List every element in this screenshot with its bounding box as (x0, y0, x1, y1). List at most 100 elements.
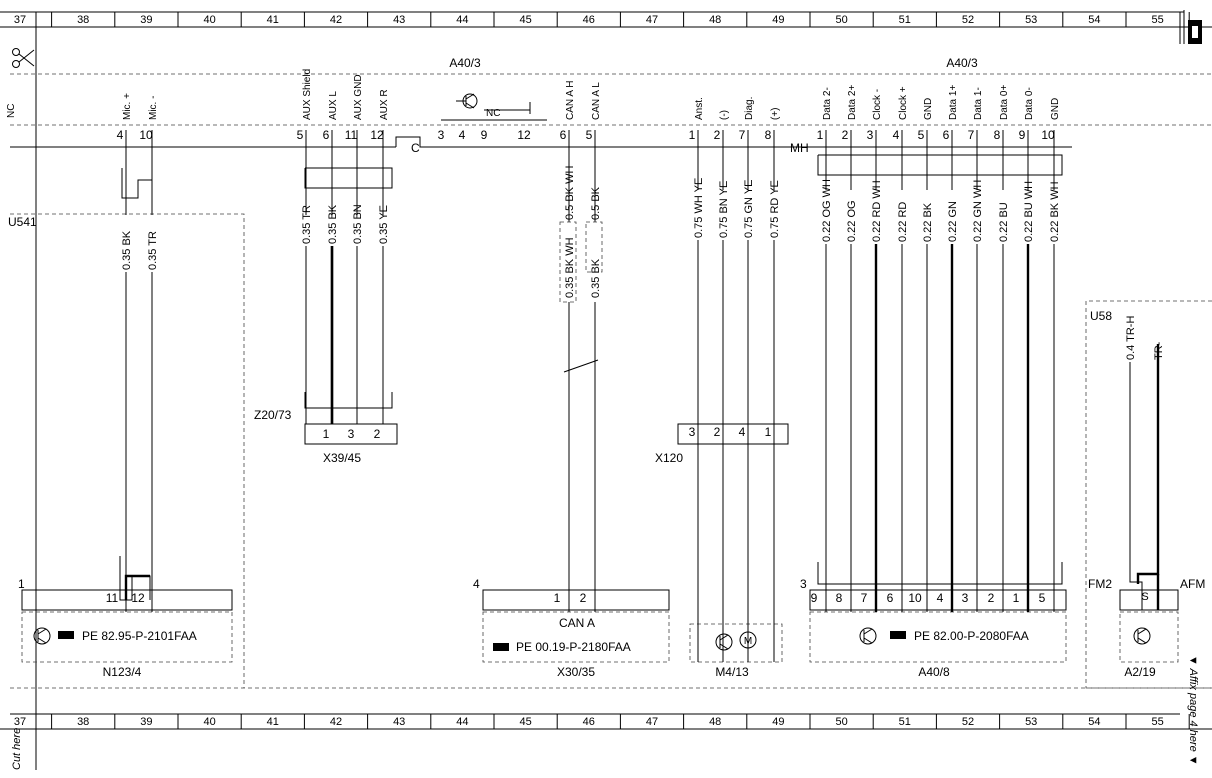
wire-label: 0.22 GN WH (972, 180, 984, 242)
affix-page-note: ▼ Affix page 4 here ▼ (1187, 655, 1199, 766)
data-shield-box (817, 154, 1063, 176)
pin-number: 1 (689, 128, 696, 142)
wire-label: TR- (1153, 341, 1165, 360)
x30-ground-number: 4 (473, 577, 480, 591)
wire-label: 0.35 YE (378, 205, 390, 244)
pin-number: 6 (323, 128, 330, 142)
pin-number: 7 (739, 128, 746, 142)
a40-8-ground-number: 3 (800, 577, 807, 591)
signal-label: GND (923, 98, 934, 120)
grid-label-top: 42 (330, 14, 342, 26)
wire-label: 0.75 WH YE (693, 178, 705, 238)
grid-label-top: 49 (772, 14, 784, 26)
a40-8-hand-icon (890, 631, 906, 639)
transistor-icon (456, 93, 478, 109)
x120-label: X120 (655, 451, 683, 465)
wire-label: 0.22 BU WH (1023, 181, 1035, 242)
grid-label-top: 48 (709, 14, 721, 26)
pin-number: 10 (1041, 128, 1055, 142)
signal-label: Mic. + (122, 93, 133, 120)
wire-label: 0.75 BN YE (718, 181, 730, 238)
grid-label-top: 45 (519, 14, 531, 26)
grid-label-bottom: 39 (140, 716, 152, 728)
a40-8-connector-strip (809, 589, 1067, 611)
pin-number: 3 (438, 128, 445, 142)
signal-label: CAN A H (565, 81, 576, 120)
grid-label-bottom: 50 (835, 716, 847, 728)
grid-label-bottom: 48 (709, 716, 721, 728)
pin-number: 9 (1019, 128, 1026, 142)
x30-connector-strip (482, 589, 670, 611)
grid-label-top: 55 (1151, 14, 1163, 26)
pin-number: 5 (1039, 591, 1046, 605)
wire-label: 0.35 BK (590, 258, 602, 298)
wire-label: 0.22 BU (998, 202, 1010, 242)
pin-number: 12 (370, 128, 384, 142)
x30-module (482, 611, 670, 663)
grid-label-bottom: 42 (330, 716, 342, 728)
x39-45-label: X39/45 (323, 451, 361, 465)
connector-bar-c (395, 136, 810, 148)
grid-label-bottom: 41 (267, 716, 279, 728)
pin-number: 5 (918, 128, 925, 142)
scissors-icon (12, 48, 35, 68)
a40-3-left-label: A40/3 (449, 56, 481, 70)
signal-label: Clock - (872, 89, 883, 120)
a2-19-transistor-icon (1133, 627, 1151, 645)
a40-8-pe-reference: PE 82.00-P-2080FAA (914, 629, 1029, 643)
pin-number: 11 (345, 128, 358, 142)
grid-label-bottom: 43 (393, 716, 405, 728)
signal-label: Data 2- (822, 87, 833, 120)
wire-label: 0.22 RD (897, 202, 909, 242)
pin-number: 3 (689, 425, 696, 439)
u58-wire-tr (1136, 344, 1160, 584)
grid-label-bottom: 44 (456, 716, 468, 728)
grid-label-bottom: 49 (772, 716, 784, 728)
a2-19-module (1119, 611, 1179, 663)
a2-19-label: A2/19 (1124, 665, 1156, 679)
x120-connector (677, 423, 789, 445)
pin-number: 3 (962, 591, 969, 605)
wire-label: 0.35 BK WH (564, 237, 576, 298)
grid-bottom (0, 713, 1212, 730)
pin-number: 1 (765, 425, 772, 439)
afm-label: AFM (1180, 577, 1205, 591)
pin-number: 9 (481, 128, 488, 142)
pin-number: 4 (739, 425, 746, 439)
wire-label: 0.22 RD WH (871, 180, 883, 242)
signal-label: Data 1+ (948, 85, 959, 120)
grid-label-top: 46 (583, 14, 595, 26)
nc-left-label: NC (6, 104, 17, 118)
signal-label: GND (1050, 98, 1061, 120)
pin-number: 6 (943, 128, 950, 142)
x30-pe-reference: PE 00.19-P-2180FAA (516, 640, 631, 654)
pin-number: 12 (517, 128, 531, 142)
pin-number: 2 (580, 591, 587, 605)
grid-label-top: 41 (267, 14, 279, 26)
x30-hand-icon (493, 643, 509, 651)
grid-label-top: 38 (77, 14, 89, 26)
pin-number: 2 (842, 128, 849, 142)
pin-number: 1 (323, 427, 330, 441)
wire-label: 0.75 RD YE (769, 180, 781, 238)
wire-label: 0.22 BK (922, 202, 934, 242)
signal-label: AUX L (328, 91, 339, 120)
grid-label-bottom: 47 (646, 716, 658, 728)
pin-number: 7 (861, 591, 868, 605)
nc-mid-label: NC (486, 108, 500, 119)
x39-45-connector (304, 423, 398, 445)
u541-label: U541 (8, 215, 37, 229)
signal-label: AUX GND (353, 74, 364, 120)
signal-label: AUX R (379, 89, 390, 120)
wire-label: 0.22 GN (947, 201, 959, 242)
pin-number: 2 (714, 425, 721, 439)
pin-number: 2 (988, 591, 995, 605)
n123-transistor-icon (33, 627, 51, 645)
wire-label: 0.35 TR (301, 205, 313, 244)
z20-73-label: Z20/73 (254, 408, 292, 422)
pin-number: 1 (554, 591, 561, 605)
pin-number: 10 (908, 591, 922, 605)
pin-number: 1 (1013, 591, 1020, 605)
wire-label: 0.35 TR (147, 231, 159, 270)
